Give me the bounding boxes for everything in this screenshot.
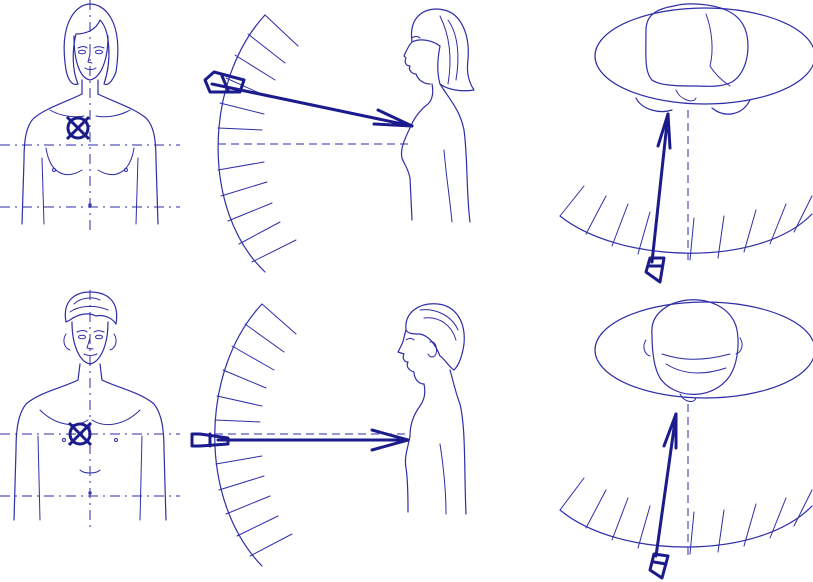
male-top-angle-scale — [560, 478, 812, 554]
female-side-angle-scale — [218, 15, 410, 272]
male-side-angle-scale — [215, 304, 410, 566]
female-target-marker — [67, 117, 89, 139]
male-side-view — [398, 304, 466, 514]
male-top-beam-arrow — [650, 414, 676, 578]
female-top-beam-arrow — [646, 114, 670, 282]
male-top-view — [595, 300, 813, 560]
female-top-view — [595, 4, 813, 260]
female-side-beam-arrow — [205, 72, 412, 126]
female-front-view — [0, 0, 180, 230]
female-top-angle-scale — [560, 186, 812, 260]
female-side-view — [401, 9, 474, 222]
male-side-beam-arrow — [192, 430, 408, 450]
male-front-view — [0, 290, 180, 530]
